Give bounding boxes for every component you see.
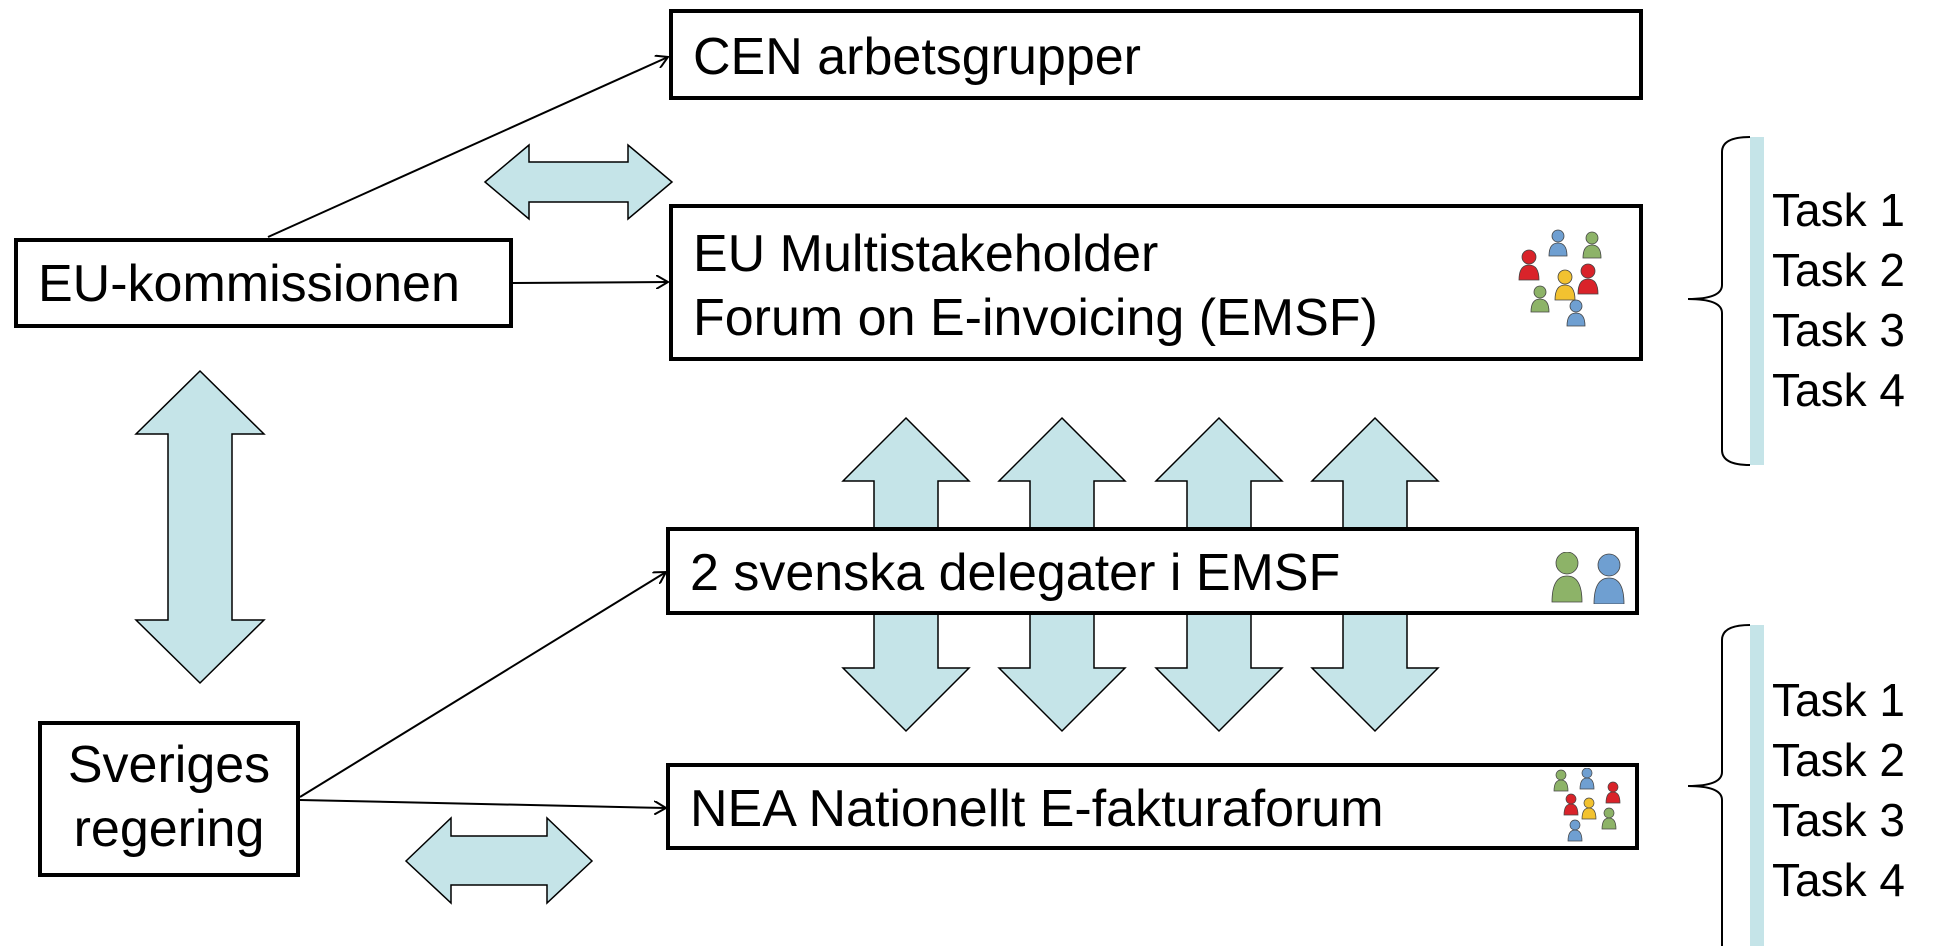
task-item: Task 2	[1772, 734, 1905, 786]
task-list-lower: Task 1 Task 2 Task 3 Task 4	[1772, 670, 1905, 910]
people-group-icon	[1553, 768, 1621, 842]
cen-label: CEN arbetsgrupper	[693, 28, 1141, 86]
sveriges-regering-label: Sveriges regering	[67, 736, 271, 858]
connector-kommission-to-cen	[267, 57, 668, 238]
task-item: Task 2	[1772, 244, 1905, 296]
nea-label: NEA Nationellt E-fakturaforum	[690, 780, 1384, 838]
connector-regering-to-delegater	[299, 572, 666, 798]
two-people-icon	[1551, 552, 1625, 604]
task-item: Task 4	[1772, 364, 1905, 416]
task-brace-lower	[1687, 624, 1764, 946]
task-item: Task 1	[1772, 184, 1905, 236]
task-item: Task 3	[1772, 304, 1905, 356]
people-group-icon	[1518, 229, 1602, 327]
nea-box: NEA Nationellt E-fakturaforum	[666, 763, 1639, 850]
task-brace-upper	[1687, 136, 1764, 466]
delegater-box: 2 svenska delegater i EMSF	[666, 527, 1639, 615]
double-arrow-vertical	[134, 369, 266, 685]
double-arrow-horizontal	[483, 143, 674, 221]
emsf-box: EU Multistakeholder Forum on E-invoicing…	[669, 204, 1643, 361]
emsf-label: EU Multistakeholder Forum on E-invoicing…	[693, 225, 1378, 347]
cen-box: CEN arbetsgrupper	[669, 9, 1643, 100]
eu-kommissionen-label: EU-kommissionen	[38, 255, 460, 313]
task-item: Task 3	[1772, 794, 1905, 846]
delegater-label: 2 svenska delegater i EMSF	[690, 544, 1341, 602]
task-list-upper: Task 1 Task 2 Task 3 Task 4	[1772, 180, 1905, 420]
connector-regering-to-nea	[299, 799, 666, 808]
task-item: Task 4	[1772, 854, 1905, 906]
double-arrow-horizontal	[404, 816, 594, 905]
sveriges-regering-box: Sveriges regering	[38, 721, 300, 877]
eu-kommissionen-box: EU-kommissionen	[14, 238, 513, 328]
task-item: Task 1	[1772, 674, 1905, 726]
connector-kommission-to-emsf	[512, 282, 668, 283]
